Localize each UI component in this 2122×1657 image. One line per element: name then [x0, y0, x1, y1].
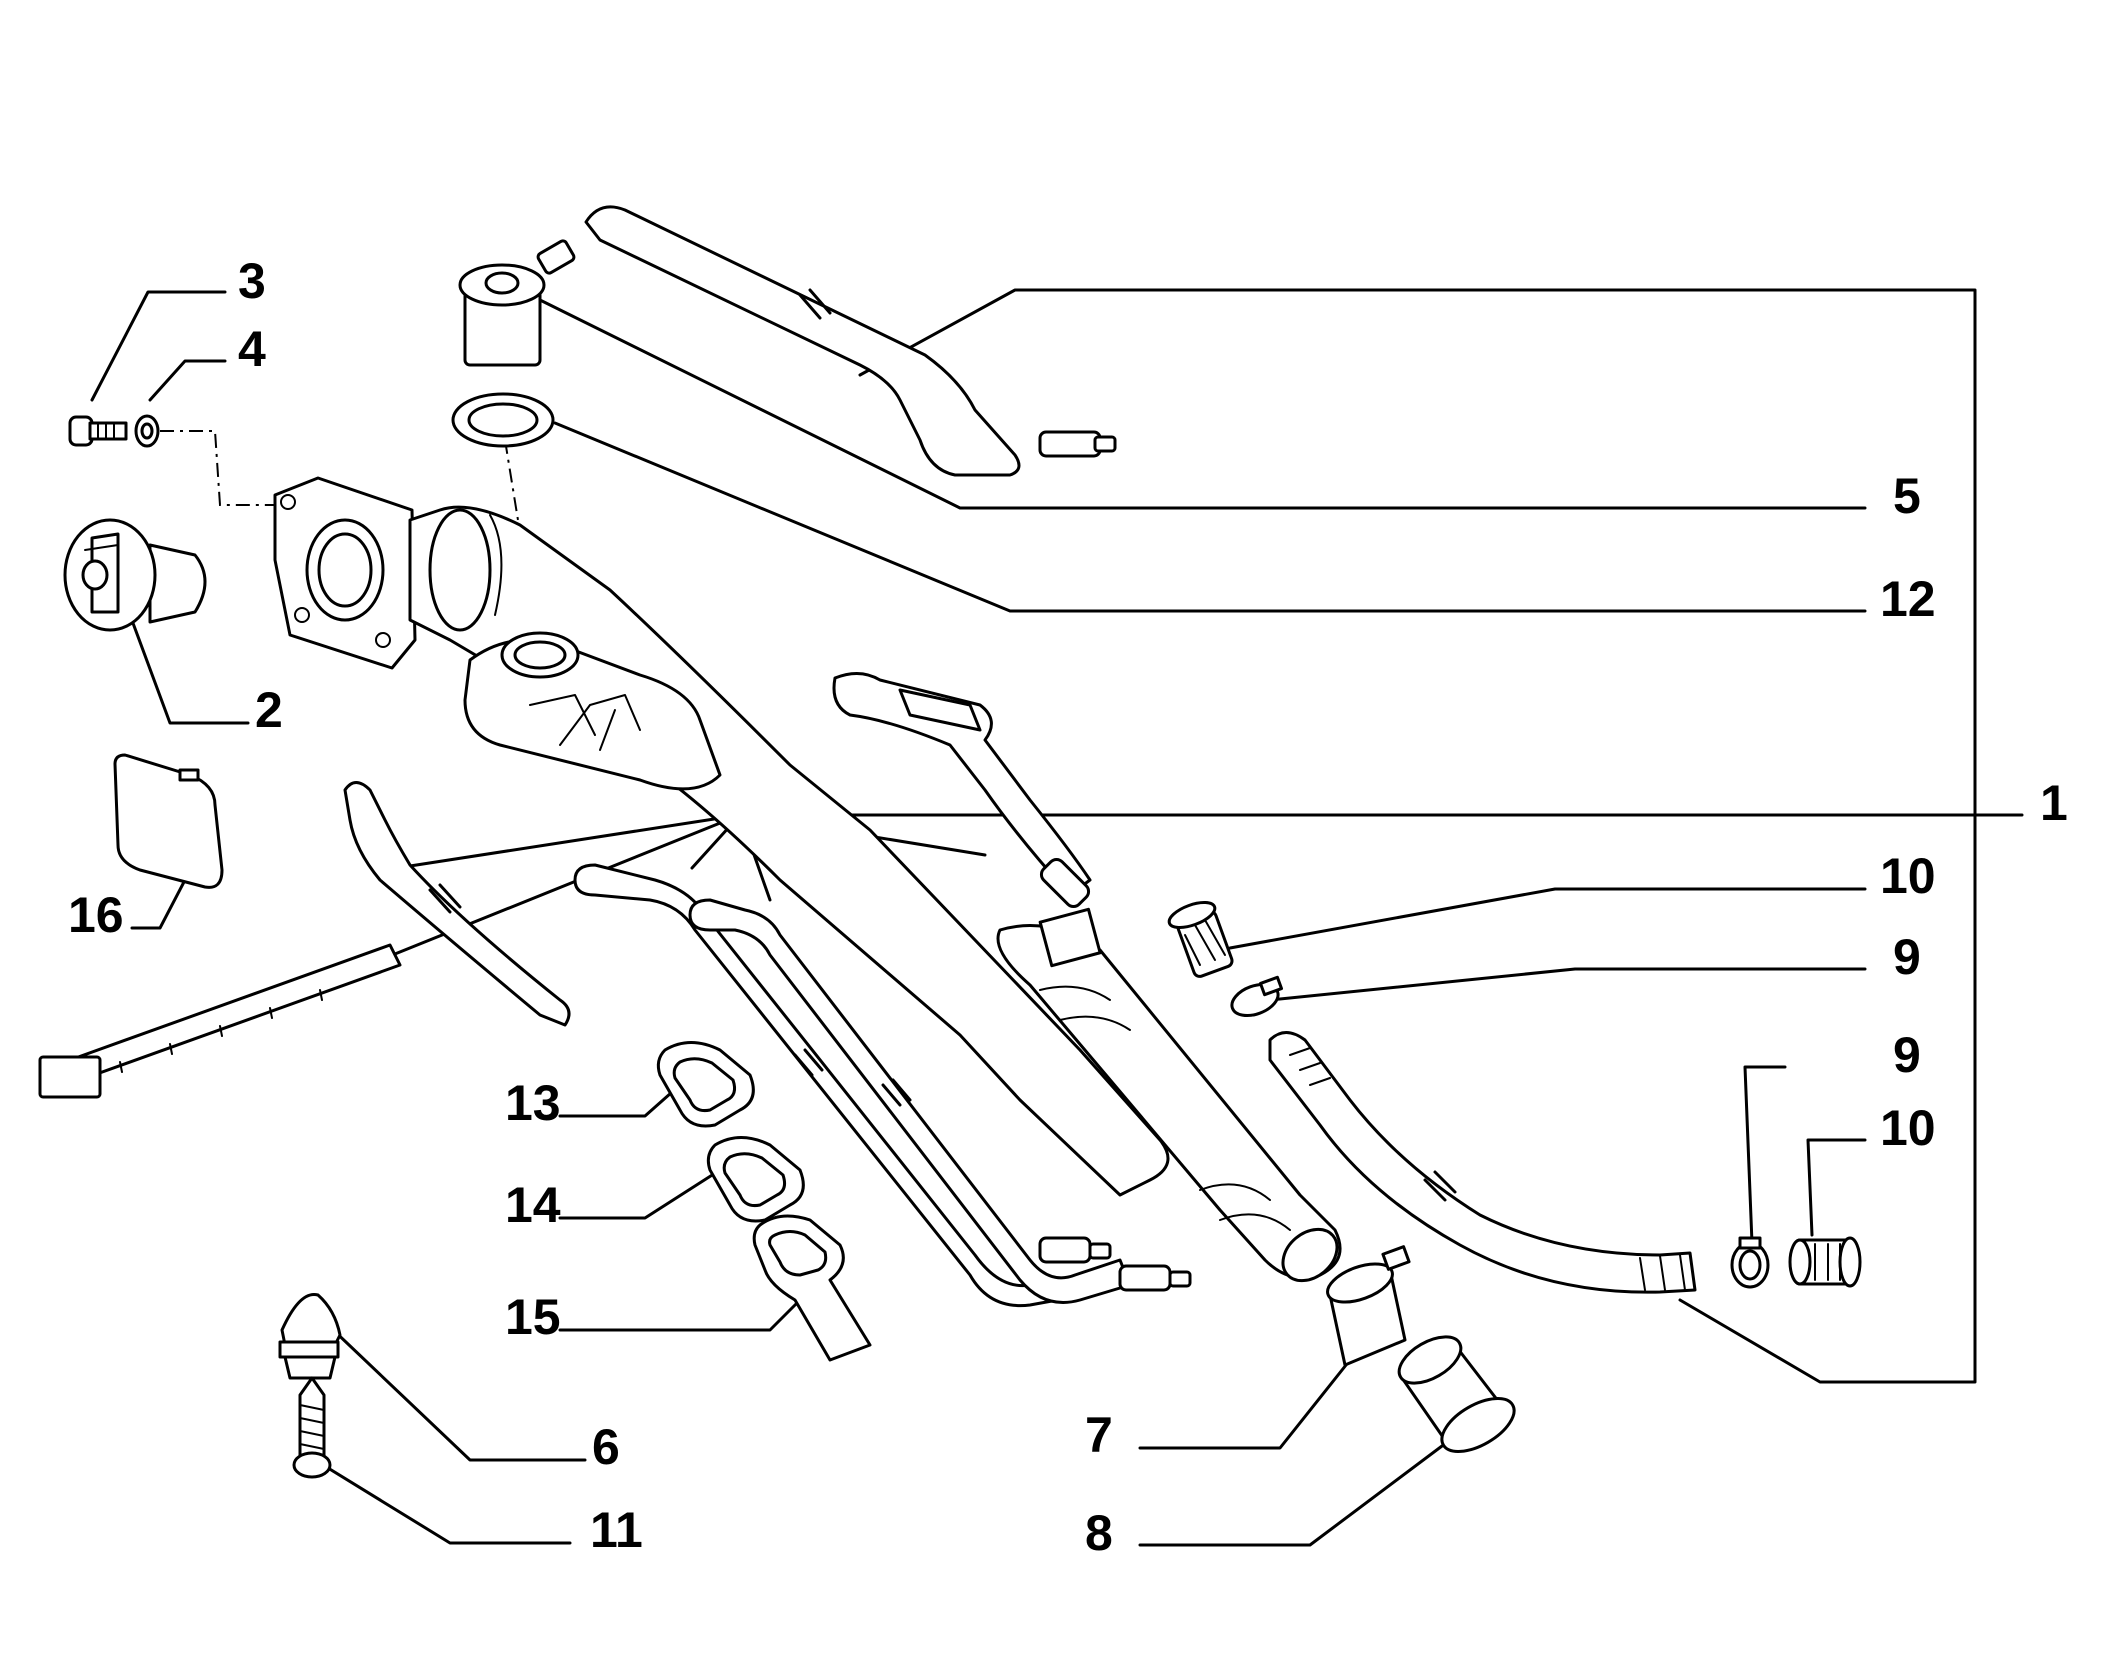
leader-16 [130, 878, 187, 930]
sleeve-part-8 [1397, 1335, 1516, 1453]
callout-10a: 10 [1880, 848, 1936, 904]
leader-14 [558, 1168, 722, 1220]
callout-7: 7 [1085, 1407, 1113, 1463]
corrugated-hose [343, 781, 571, 1027]
cover-flap-part-16 [113, 753, 224, 889]
fuel-cap-part-2 [63, 518, 207, 632]
leader-1b [383, 813, 742, 960]
callout-14: 14 [505, 1177, 561, 1233]
leader-lines [90, 288, 2024, 1547]
callout-9b: 9 [1893, 1027, 1921, 1083]
callout-8: 8 [1085, 1505, 1113, 1561]
washer-part-4 [134, 414, 160, 448]
wiring-strip [38, 943, 402, 1099]
leader-bracket [858, 288, 1977, 1384]
leader-5 [538, 298, 1867, 510]
leader-11 [313, 1458, 572, 1545]
align-bolt [160, 430, 280, 506]
callout-15: 15 [505, 1289, 561, 1345]
callout-1: 1 [2040, 775, 2068, 831]
gasket-part-13 [656, 1041, 755, 1128]
callout-9a: 9 [1893, 929, 1921, 985]
bolt-part-3 [68, 415, 128, 447]
leader-2 [128, 613, 250, 725]
buffer-part-6 [278, 1292, 342, 1380]
screw-part-11 [292, 1376, 332, 1479]
clamp-part-9-upper [1230, 975, 1284, 1018]
leader-9a [1268, 967, 1867, 1002]
leader-8 [1138, 1438, 1452, 1547]
leader-9b [1743, 1065, 1787, 1245]
leader-12 [553, 421, 1867, 613]
gasket-part-14 [706, 1136, 805, 1223]
seal-ring-part-12 [451, 392, 555, 448]
leader-4 [148, 359, 227, 402]
leader-10a [1228, 887, 1867, 950]
leader-13 [558, 1083, 682, 1118]
leader-15 [558, 1298, 802, 1332]
hose-clamp-part-7 [1326, 1245, 1411, 1367]
leader-6 [326, 1323, 587, 1462]
leader-1 [408, 813, 2024, 868]
callout-10b: 10 [1880, 1100, 1936, 1156]
right-hose [1268, 1031, 1697, 1294]
callout-2: 2 [255, 682, 283, 738]
callout-6: 6 [592, 1419, 620, 1475]
callout-5: 5 [1893, 468, 1921, 524]
vent-valve-part-5 [458, 205, 1117, 477]
filter-part-10-upper [1167, 901, 1234, 978]
callout-4: 4 [238, 321, 266, 377]
callout-12: 12 [1880, 571, 1936, 627]
filter-part-10-lower [1788, 1236, 1862, 1288]
breather-pipes [573, 863, 1192, 1308]
callout-11: 11 [590, 1502, 643, 1558]
callout-13: 13 [505, 1075, 561, 1131]
filler-neck-part-1 [273, 476, 1342, 1283]
fitting-part-15 [752, 1214, 872, 1362]
callout-3: 3 [238, 253, 266, 309]
callout-16: 16 [68, 887, 124, 943]
leader-3 [90, 290, 227, 402]
clamp-part-9-lower [1730, 1236, 1770, 1289]
leader-10b [1806, 1138, 1867, 1237]
leader-7 [1138, 1358, 1352, 1450]
